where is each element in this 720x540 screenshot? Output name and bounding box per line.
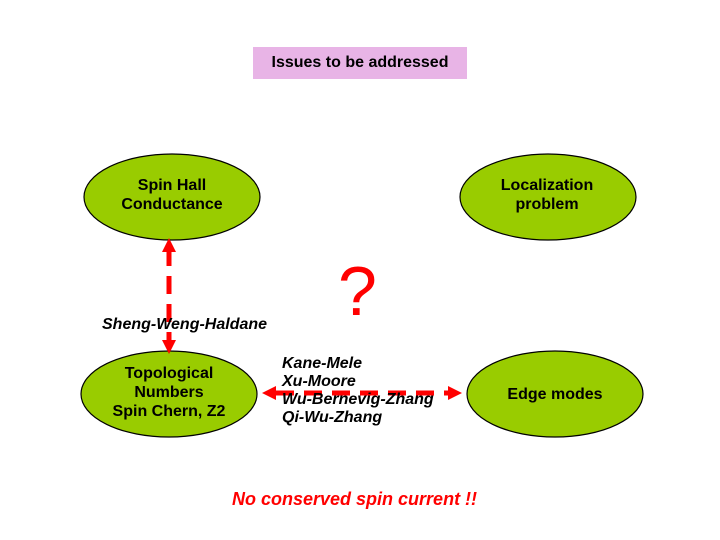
spin-hall-line-1: Spin Hall [137,177,207,194]
topological-line-3: Spin Chern, Z2 [112,403,226,420]
localization-line-1: Localization [500,177,594,194]
sheng-weng-haldane-label: Sheng-Weng-Haldane [102,316,268,333]
model-qi-wu-zhang: Qi-Wu-Zhang [282,409,383,426]
localization-line-2: problem [515,196,579,213]
spin-hall-label: Spin Hall Conductance [104,176,240,214]
topological-line-1: Topological [124,365,214,382]
edge-modes-node [466,350,644,438]
title-box: Issues to be addressed [253,47,467,79]
horizontal-dashed-arrow [262,386,462,400]
vertical-dashed-arrow [162,238,176,354]
spin-hall-line-2: Conductance [121,196,223,213]
horizontal-arrow-head-right [448,386,462,400]
vertical-arrow-head-down [162,340,176,354]
model-xu-moore: Xu-Moore [282,373,356,390]
edge-modes-line-1: Edge modes [507,386,603,403]
title-text: Issues to be addressed [271,54,449,71]
vertical-arrow-head-up [162,238,176,252]
model-wu-bernevig-zhang: Wu-Bernevig-Zhang [282,391,434,408]
edge-modes-label: Edge modes [485,385,625,404]
topological-label: Topological Numbers Spin Chern, Z2 [94,364,244,421]
localization-label: Localization problem [479,176,615,214]
horizontal-arrow-head-left [262,386,276,400]
model-kane-mele: Kane-Mele [282,355,363,372]
topological-line-2: Numbers [134,384,204,401]
models-list: Kane-Mele Xu-Moore Wu-Bernevig-Zhang Qi-… [282,355,434,427]
spin-hall-node [83,153,261,241]
question-mark: ? [338,252,377,330]
footer-note: No conserved spin current !! [232,489,478,509]
localization-node [459,153,637,241]
